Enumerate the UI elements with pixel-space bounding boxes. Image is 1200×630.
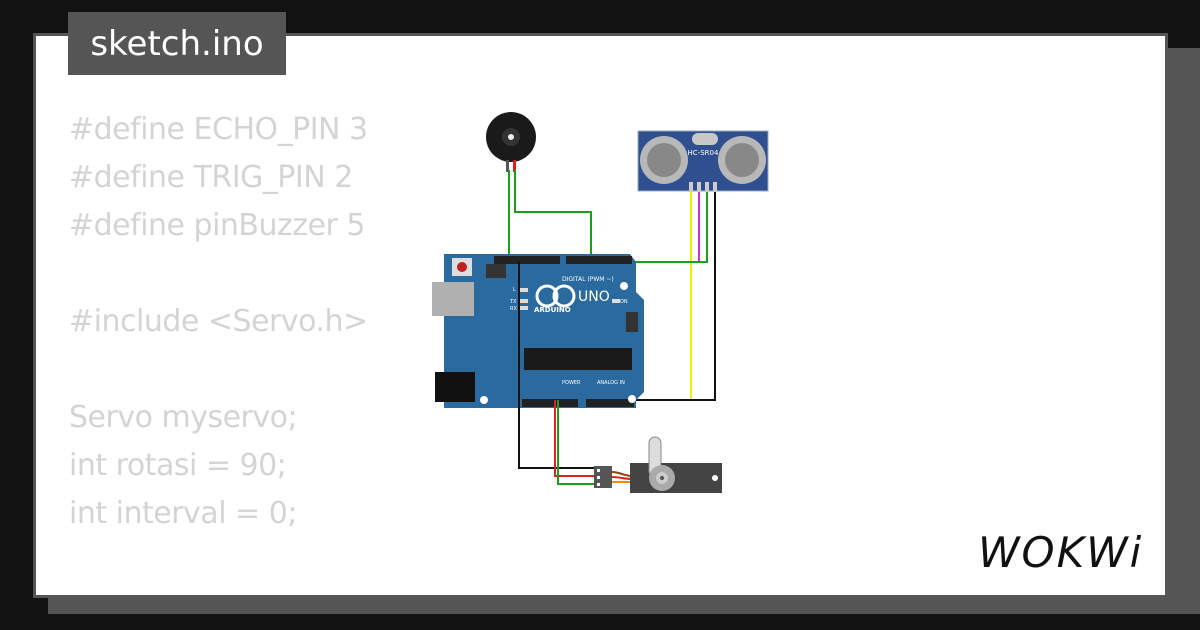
code-line: Servo myservo;	[69, 400, 298, 435]
sensor-wires	[605, 192, 716, 401]
code-line: #include <Servo.h>	[69, 304, 368, 339]
code-line: int interval = 0;	[69, 496, 297, 531]
power-header-label: POWER	[562, 380, 581, 386]
ultrasonic-sensor-icon[interactable]: HC-SR04	[637, 130, 769, 192]
arduino-logo-icon	[535, 284, 576, 308]
code-line: #define pinBuzzer 5	[69, 208, 365, 243]
digital-header-label: DIGITAL (PWM ~)	[562, 276, 614, 283]
code-line: #define TRIG_PIN 2	[69, 160, 353, 195]
board-tx-label: TX	[509, 299, 517, 305]
buzzer-icon[interactable]	[486, 112, 536, 172]
code-line: int rotasi = 90;	[69, 448, 287, 483]
arduino-board-icon[interactable]: DIGITAL (PWM ~) UNO ARDUINO L TX RX ON P…	[432, 254, 644, 408]
board-brand-label: ARDUINO	[534, 306, 571, 314]
code-line: #define ECHO_PIN 3	[69, 112, 368, 147]
board-l-label: L	[513, 287, 516, 293]
code-line: float readDistanceCM() {	[69, 586, 432, 595]
servo-motor-icon[interactable]	[594, 436, 722, 493]
servo-wires	[518, 262, 594, 485]
file-name-label: sketch.ino	[90, 23, 264, 64]
board-on-label: ON	[620, 299, 628, 305]
buzzer-wires	[508, 170, 592, 262]
analog-header-label: ANALOG IN	[597, 380, 625, 386]
wokwi-logo: WOKWi	[978, 528, 1143, 577]
sensor-label: HC-SR04	[688, 149, 719, 157]
wokwi-logo-text: WOKWi	[978, 528, 1144, 577]
board-rx-label: RX	[510, 306, 517, 312]
code-preview: #define ECHO_PIN 3 #define TRIG_PIN 2 #def…	[69, 106, 432, 595]
canvas-clip: #define ECHO_PIN 3 #define TRIG_PIN 2 #def…	[36, 36, 1165, 595]
board-model-label: UNO	[578, 289, 610, 305]
file-name-tab[interactable]: sketch.ino	[68, 12, 286, 75]
